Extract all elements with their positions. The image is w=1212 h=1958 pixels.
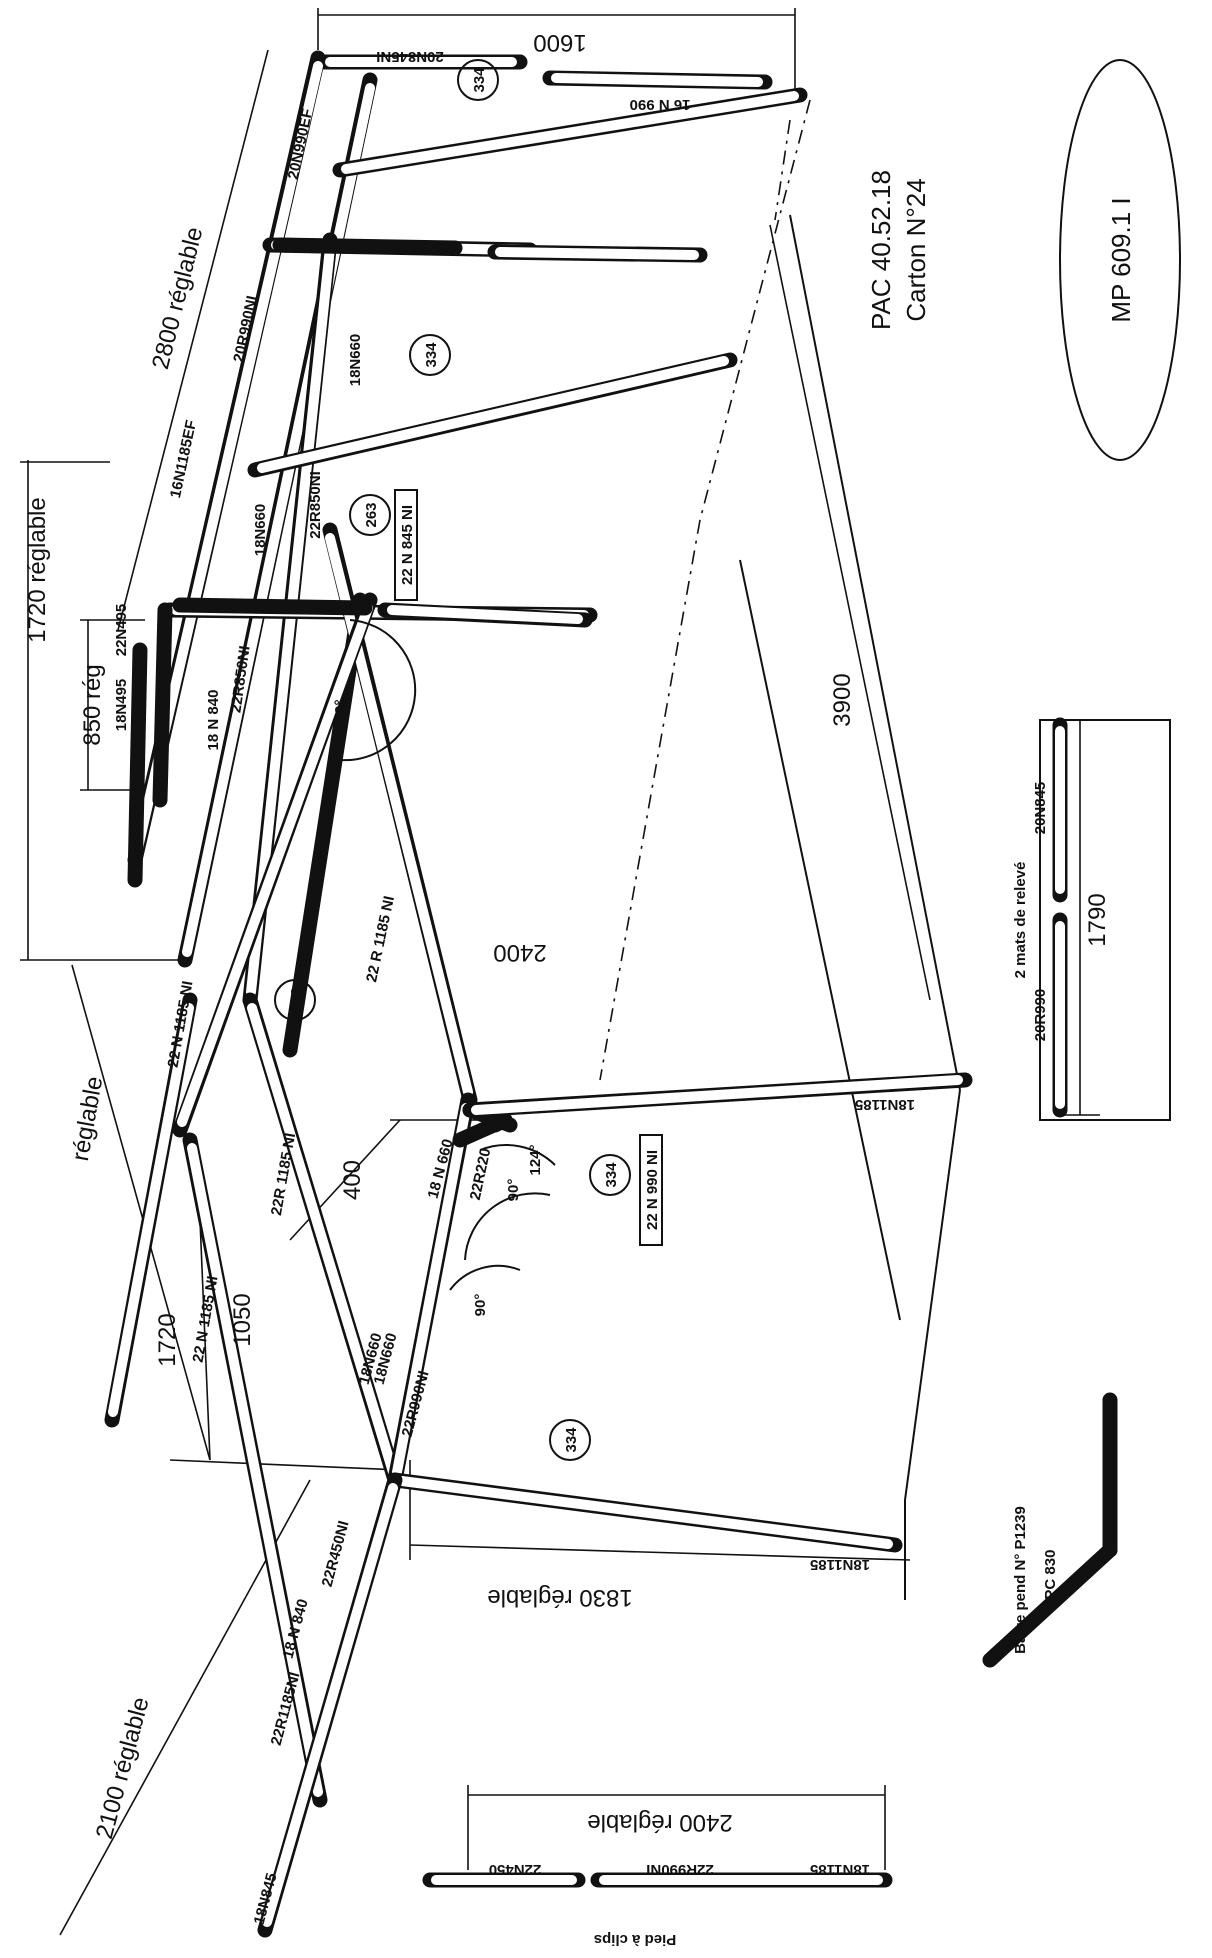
angle-arcs bbox=[339, 619, 556, 1291]
pole-label: 22R 1185 NI bbox=[268, 1132, 299, 1217]
angle-139: 139° bbox=[332, 699, 349, 730]
dim-1050: 1050 bbox=[229, 1293, 256, 1346]
pole-label: 20N845NI bbox=[376, 48, 444, 65]
model-badge: MP 609.1 I bbox=[1059, 59, 1181, 461]
relevé-box bbox=[1039, 719, 1171, 1121]
angle-labels: 139° 90° 90° 124° bbox=[332, 699, 544, 1316]
dim-850: 850 rég bbox=[79, 664, 106, 745]
boxed-22N845NI: 22 N 845 NI bbox=[399, 505, 416, 585]
angle-90-b: 90° bbox=[505, 1179, 522, 1202]
callout-334-b: 334 bbox=[423, 342, 440, 368]
pole-label: 22R220 bbox=[467, 1147, 495, 1202]
pole-label: 22R850NI bbox=[307, 471, 324, 539]
dim-1720b: 1720 bbox=[154, 1313, 181, 1366]
note-barre-2: BPC 830 bbox=[1042, 1550, 1059, 1611]
dim-3900: 3900 bbox=[829, 673, 856, 726]
note-reference: PAC 40.52.18 bbox=[866, 170, 896, 330]
pole-label: 18N1185 bbox=[810, 1861, 870, 1878]
callout-334-c: 334 bbox=[603, 1162, 620, 1188]
dim-1830: 1830 réglable bbox=[487, 1584, 632, 1611]
dim-1720a: 1720 réglable bbox=[24, 497, 51, 642]
dimension-labels: 1600 2800 réglable 1720 réglable 850 rég… bbox=[24, 29, 1111, 1842]
dim-1790: 1790 bbox=[1084, 893, 1111, 946]
boxed-22N990NI: 22 N 990 NI bbox=[644, 1150, 661, 1230]
pole-label: 16 N 990 bbox=[630, 96, 691, 113]
dim-2800: 2800 réglable bbox=[147, 224, 208, 372]
callout-334-d: 334 bbox=[563, 1427, 580, 1453]
angle-90-a: 90° bbox=[472, 1294, 489, 1317]
pole-label: 18N660 bbox=[252, 504, 269, 557]
pole-label: 22 N 1185 NI bbox=[190, 1275, 222, 1364]
angle-124: 124° bbox=[527, 1144, 544, 1175]
pole-label: 22N450 bbox=[489, 1861, 542, 1878]
pole-label: 16N1185EF bbox=[167, 419, 200, 500]
dim-400: 400 bbox=[339, 1160, 366, 1200]
pole-label: 18N660 bbox=[347, 334, 364, 387]
boxed-labels: 22 N 845 NI 22 N 990 NI bbox=[394, 489, 663, 1246]
dim-1600: 1600 bbox=[533, 29, 586, 56]
pole-label: 18N1185 bbox=[810, 1556, 870, 1573]
floor-outline bbox=[599, 99, 961, 1600]
note-carton: Carton N°24 bbox=[901, 178, 931, 321]
note-barre-1: Barre pend N° P1239 bbox=[1012, 1506, 1029, 1654]
pole-label: 22N495 bbox=[113, 604, 130, 657]
callout-263-b: 263 bbox=[288, 987, 305, 1012]
pole-label: 22 R 1185 NI bbox=[363, 894, 398, 983]
pole-label: 20N990EF bbox=[285, 107, 317, 181]
note-mats: 2 mats de relevé bbox=[1012, 862, 1029, 979]
pole-label: 18N495 bbox=[113, 679, 130, 732]
pole-label: 18N1185 bbox=[855, 1096, 915, 1113]
pole-label: 22R990NI bbox=[646, 1861, 714, 1878]
dimension-lines bbox=[20, 8, 1100, 1936]
dim-2100: 2100 réglable bbox=[91, 1694, 155, 1841]
notes: PAC 40.52.18 Carton N°24 2 mats de relev… bbox=[594, 170, 1059, 1948]
callout-334-a: 334 bbox=[471, 67, 488, 93]
dim-2400b: 2400 réglable bbox=[587, 1809, 732, 1836]
pole-label: 18 N 840 bbox=[205, 690, 222, 751]
frame-poles bbox=[104, 50, 1118, 1938]
callout-263-a: 263 bbox=[363, 502, 380, 527]
model-number: MP 609.1 I bbox=[1106, 197, 1136, 322]
callouts: 334 334 263 263 334 334 bbox=[274, 59, 631, 1461]
note-pied: Pied à clips bbox=[594, 1931, 677, 1948]
dim-reglable: réglable bbox=[67, 1074, 108, 1163]
dim-2400: 2400 bbox=[493, 939, 546, 966]
pole-label: 22R450NI bbox=[319, 1519, 353, 1589]
